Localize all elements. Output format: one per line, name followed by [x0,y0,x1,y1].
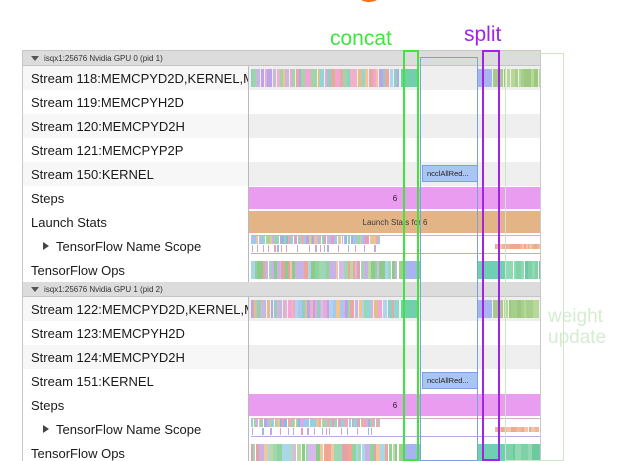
trace-row-label-cell[interactable]: Stream 119:MEMCPYH2D [23,90,249,114]
trace-row-label: Stream 123:MEMCPYH2D [31,325,185,341]
trace-row-track[interactable] [249,345,540,369]
trace-row[interactable]: Stream 121:MEMCPYP2P [23,138,540,162]
trace-row-label: Stream 122:MEMCPYD2D,KERNEL,MI [31,301,249,317]
step-bar-label: 6 [392,193,398,203]
trace-group-header[interactable]: isqx1:25676 Nvidia GPU 0 (pid 1) [23,51,540,66]
trace-row-track[interactable]: ncclAllRed... [249,369,540,393]
chevron-down-icon[interactable] [31,286,39,292]
trace-row-label-cell[interactable]: Steps [23,393,249,417]
trace-row-label-cell[interactable]: TensorFlow Ops [23,258,249,282]
trace-group-title: isqx1:25676 Nvidia GPU 1 (pid 2) [44,284,163,294]
nccl-allreduce-block[interactable]: ncclAllRed... [422,165,478,182]
step-bar-label: 6 [392,400,398,410]
trace-row[interactable]: Steps 6 [23,186,540,210]
chevron-down-icon[interactable] [31,55,39,61]
trace-row-label: Launch Stats [31,214,107,230]
trace-row[interactable]: Stream 150:KERNEL ncclAllRed... [23,162,540,186]
trace-row-track[interactable]: 6 [249,186,540,210]
trace-row[interactable]: Stream 119:MEMCPYH2D [23,90,540,114]
trace-row[interactable]: Steps 6 [23,393,540,417]
trace-row-label-cell[interactable]: Steps [23,186,249,210]
trace-row-label: Stream 120:MEMCPYD2H [31,118,185,134]
nccl-allreduce-block[interactable]: ncclAllRed... [422,372,478,389]
trace-row-track[interactable]: Launch Stats for 6 [249,210,540,234]
trace-row[interactable]: TensorFlow Ops [23,258,540,282]
annotation-split: split [464,23,502,46]
trace-row-label: Stream 151:KERNEL [31,373,154,389]
trace-row-label: Stream 119:MEMCPYH2D [31,94,184,110]
trace-row[interactable]: Stream 122:MEMCPYD2D,KERNEL,MI [23,297,540,321]
trace-row-track[interactable] [249,90,540,114]
trace-row-track[interactable] [249,258,540,282]
trace-row-label-cell[interactable]: TensorFlow Ops [23,441,249,461]
annotation-weight-update-line1: weight [548,306,603,327]
step-bar[interactable]: 6 [249,394,540,416]
trace-row-track[interactable] [249,234,540,258]
trace-row-label: TensorFlow Name Scope [56,421,202,437]
trace-row-track[interactable] [249,138,540,162]
trace-group-header[interactable]: isqx1:25676 Nvidia GPU 1 (pid 2) [23,282,540,297]
trace-row-label-cell[interactable]: Stream 120:MEMCPYD2H [23,114,249,138]
annotation-weight-update: weight update [548,306,606,348]
trace-row-label-cell[interactable]: Stream 123:MEMCPYH2D [23,321,249,345]
trace-row-label: Stream 118:MEMCPYD2D,KERNEL,ME [31,70,249,86]
trace-row-label: Steps [31,397,65,413]
chevron-right-icon[interactable] [43,425,49,433]
trace-row-label-cell[interactable]: TensorFlow Name Scope [23,234,249,258]
trace-row[interactable]: Stream 124:MEMCPYD2H [23,345,540,369]
trace-row[interactable]: Stream 118:MEMCPYD2D,KERNEL,ME [23,66,540,90]
trace-row[interactable]: TensorFlow Ops [23,441,540,461]
trace-row-track[interactable] [249,297,540,321]
trace-row-label: TensorFlow Ops [31,262,125,278]
trace-row-label: Stream 124:MEMCPYD2H [31,349,185,365]
chevron-right-icon[interactable] [43,242,49,250]
trace-viewer-panel[interactable]: isqx1:25676 Nvidia GPU 0 (pid 1) Stream 1… [22,50,541,461]
annotation-weight-update-line2: update [548,327,607,348]
trace-row-label-cell[interactable]: Stream 118:MEMCPYD2D,KERNEL,ME [23,66,249,90]
annotation-concat: concat [330,27,392,50]
trace-row-label-cell[interactable]: Stream 151:KERNEL [23,369,249,393]
trace-row-label-cell[interactable]: Stream 150:KERNEL [23,162,249,186]
trace-group-title: isqx1:25676 Nvidia GPU 0 (pid 1) [44,53,163,63]
trace-row-label-cell[interactable]: Stream 121:MEMCPYP2P [23,138,249,162]
trace-row-label: Stream 121:MEMCPYP2P [31,142,184,158]
trace-row-label: Steps [31,190,65,206]
trace-row[interactable]: Stream 123:MEMCPYH2D [23,321,540,345]
trace-row-track[interactable] [249,114,540,138]
trace-row[interactable]: Launch Stats Launch Stats for 6 [23,210,540,234]
trace-row-label-cell[interactable]: Stream 122:MEMCPYD2D,KERNEL,MI [23,297,249,321]
step-bar[interactable]: 6 [249,187,540,209]
trace-row-label: TensorFlow Ops [31,445,125,461]
trace-row-track[interactable] [249,66,540,90]
trace-row-track[interactable] [249,441,540,461]
trace-row-track[interactable] [249,417,540,441]
trace-row-label-cell[interactable]: TensorFlow Name Scope [23,417,249,441]
trace-row-track[interactable]: 6 [249,393,540,417]
top-orange-marker [356,0,382,2]
trace-row-track[interactable] [249,321,540,345]
launch-stats-bar-label: Launch Stats for 6 [362,217,428,227]
trace-row-label: TensorFlow Name Scope [56,238,202,254]
trace-row[interactable]: TensorFlow Name Scope [23,234,540,258]
trace-row-label: Stream 150:KERNEL [31,166,154,182]
trace-row[interactable]: TensorFlow Name Scope [23,417,540,441]
trace-row-track[interactable]: ncclAllRed... [249,162,540,186]
launch-stats-bar[interactable]: Launch Stats for 6 [249,211,540,233]
trace-row[interactable]: Stream 120:MEMCPYD2H [23,114,540,138]
trace-row-label-cell[interactable]: Stream 124:MEMCPYD2H [23,345,249,369]
trace-row[interactable]: Stream 151:KERNEL ncclAllRed... [23,369,540,393]
trace-row-label-cell[interactable]: Launch Stats [23,210,249,234]
